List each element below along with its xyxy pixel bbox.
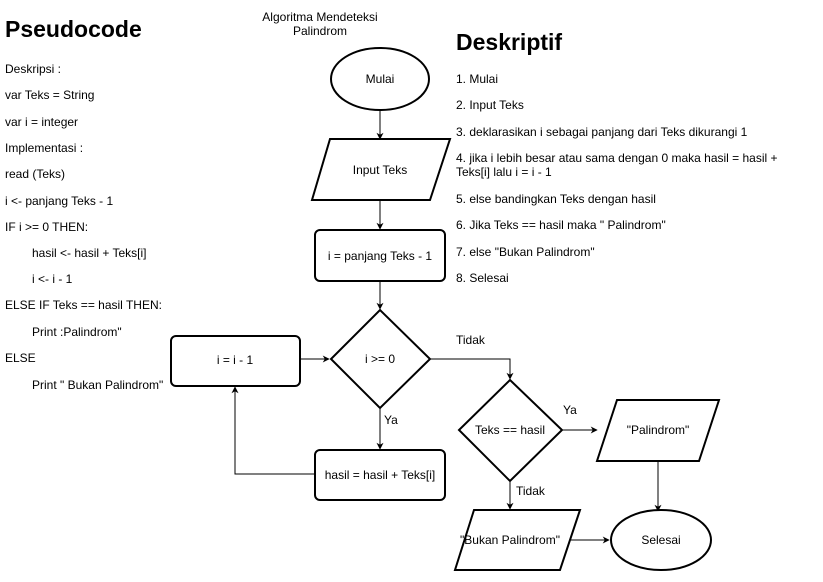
pseudocode-line: ELSE — [5, 351, 36, 365]
deskriptif-step: 1. Mulai — [456, 72, 499, 86]
flow-arrow — [430, 358, 514, 380]
pseudocode-line: Deskripsi : — [5, 62, 62, 76]
decrement-process-box — [170, 335, 301, 387]
pseudocode-line: i <- i - 1 — [32, 272, 73, 286]
pseudocode-line: hasil <- hasil + Teks[i] — [32, 246, 147, 260]
pseudocode-line: Print " Bukan Palindrom" — [32, 378, 164, 392]
edge-label-ya: Ya — [384, 413, 398, 427]
deskriptif-step: 2. Input Teks — [456, 98, 524, 112]
edge-label-ya: Ya — [563, 403, 577, 417]
output-palindrom-label: "Palindrom" — [627, 423, 690, 437]
flow-arrow — [231, 386, 315, 475]
end-label: Selesai — [641, 533, 680, 547]
deskriptif-step: 3. deklarasikan i sebagai panjang dari T… — [456, 125, 748, 139]
pseudocode-line: var i = integer — [5, 115, 79, 129]
decrement-label: i = i - 1 — [217, 353, 254, 367]
start-label: Mulai — [366, 72, 395, 86]
pseudocode-line: ELSE IF Teks == hasil THEN: — [5, 298, 162, 312]
compare-label: Teks == hasil — [475, 423, 545, 437]
compare-diamond — [457, 378, 564, 483]
output-palindrom-parallelogram — [595, 399, 721, 462]
diagram-title-line: Palindrom — [292, 24, 348, 38]
edge-label-tidak: Tidak — [456, 333, 486, 347]
pseudocode-line: Implementasi : — [5, 141, 84, 155]
init-process-box — [314, 229, 446, 282]
condition-label: i >= 0 — [365, 352, 395, 366]
deskriptif-heading: Deskriptif — [456, 29, 563, 55]
deskriptif-step: 5. else bandingkan Teks dengan hasil — [456, 192, 656, 206]
accumulate-label: hasil = hasil + Teks[i] — [325, 468, 436, 482]
deskriptif-step: 8. Selesai — [456, 271, 509, 285]
diagram-title: Algoritma Mendeteksi Palindrom — [250, 10, 390, 38]
pseudocode-line: IF i >= 0 THEN: — [5, 220, 89, 234]
start-terminal — [330, 47, 430, 111]
edge-label-tidak: Tidak — [516, 484, 546, 498]
deskriptif-step: 7. else "Bukan Palindrom" — [456, 245, 595, 259]
pseudocode-line: Print :Palindrom" — [32, 325, 122, 339]
pseudocode-line: i <- panjang Teks - 1 — [5, 194, 114, 208]
output-bukan-palindrom-parallelogram — [453, 509, 582, 571]
accumulate-process-box — [314, 449, 446, 501]
init-label: i = panjang Teks - 1 — [328, 249, 433, 263]
diagram-title-line: Algoritma Mendeteksi — [262, 10, 378, 24]
pseudocode-line: var Teks = String — [5, 88, 95, 102]
input-parallelogram — [310, 138, 452, 201]
deskriptif-step: 6. Jika Teks == hasil maka " Palindrom" — [456, 218, 666, 232]
pseudocode-heading: Pseudocode — [5, 16, 142, 42]
output-bukan-palindrom-label: "Bukan Palindrom" — [460, 533, 560, 547]
condition-diamond — [329, 308, 432, 410]
deskriptif-step: 4. jika i lebih besar atau sama dengan 0… — [456, 151, 778, 179]
end-terminal — [610, 509, 712, 571]
input-label: Input Teks — [353, 163, 407, 177]
pseudocode-line: read (Teks) — [5, 167, 66, 181]
